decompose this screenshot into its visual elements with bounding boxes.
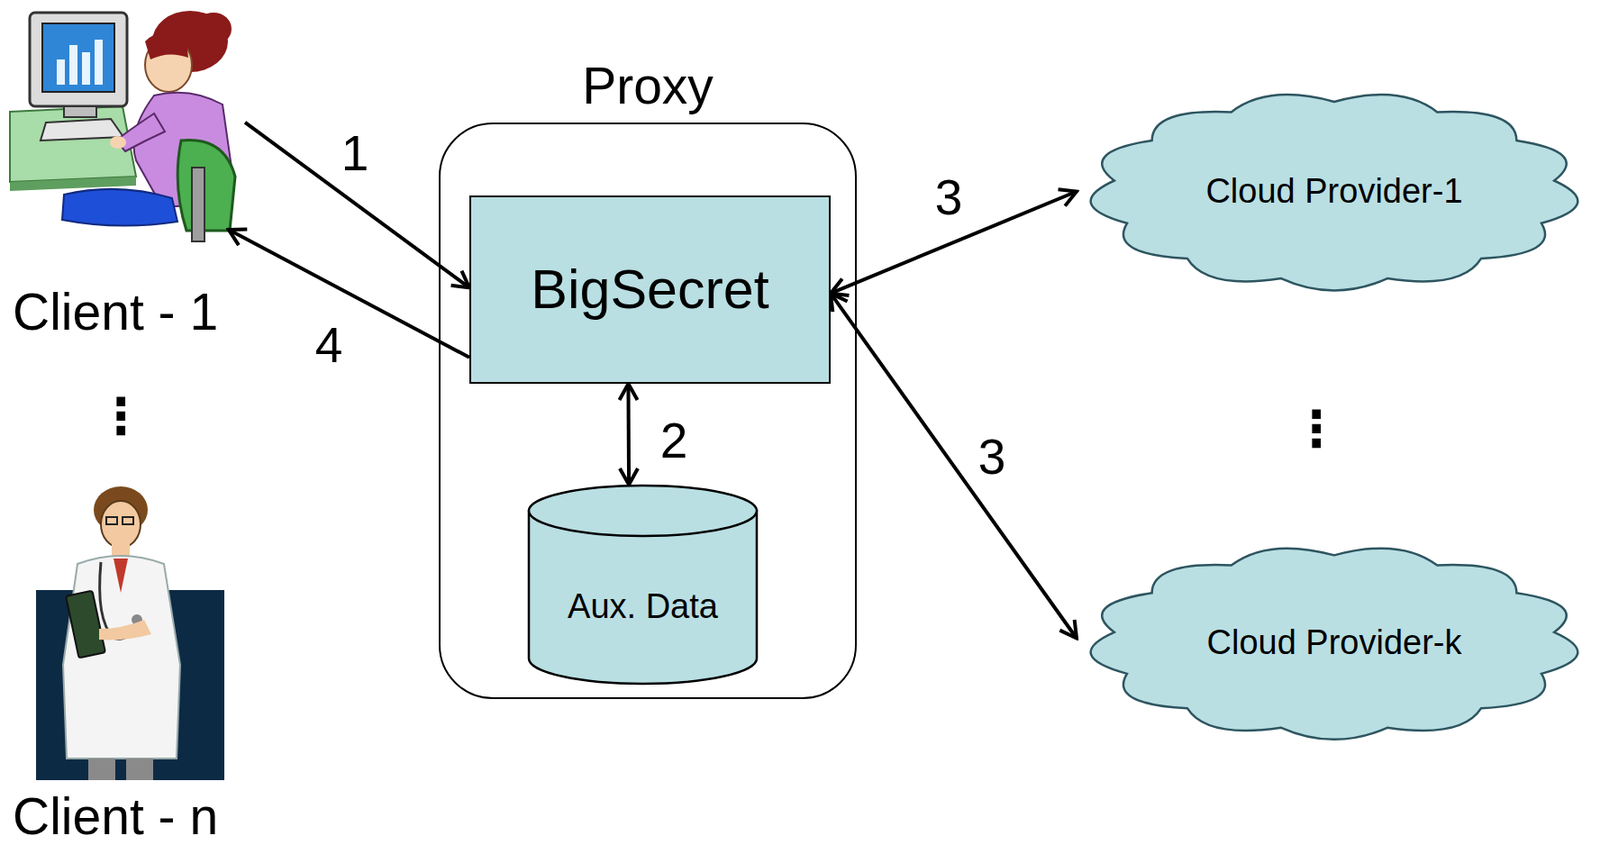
node-label: BigSecret: [530, 259, 769, 320]
node-heading: Proxy: [440, 60, 855, 112]
step-number: 2: [660, 416, 689, 466]
arrow-connector: [228, 229, 470, 358]
arrow-connector: [245, 122, 470, 288]
step-number: 4: [315, 320, 344, 371]
client-figure: Client - 1: [9, 5, 246, 242]
arrow-connector: [830, 293, 1077, 639]
cloud-shape: Cloud Provider-k: [1076, 530, 1592, 755]
node-label: Cloud Provider-k: [1207, 624, 1463, 663]
step-number: 3: [978, 432, 1007, 482]
cylinder-outline: [527, 484, 759, 684]
client-doctor-illustration: [36, 486, 225, 781]
node-label: Aux. Data: [567, 588, 719, 627]
step-number: 1: [341, 128, 370, 179]
client-figure: Client - n: [36, 484, 225, 781]
process-box: BigSecret: [469, 195, 831, 384]
client-woman-illustration: [9, 10, 236, 242]
node-label: Cloud Provider-1: [1205, 172, 1463, 211]
node-heading: Client - 1: [12, 286, 219, 338]
node-heading: Client - n: [12, 790, 219, 843]
database-cylinder: Aux. Data: [527, 484, 759, 684]
arrow-connector: [626, 383, 631, 485]
proxy-container: ProxyBigSecretAux. Data: [438, 122, 857, 700]
ellipsis-dots: ⋮: [1291, 404, 1342, 455]
cloud-shape: Cloud Provider-1: [1076, 76, 1592, 307]
ellipsis-dots: ⋮: [96, 391, 146, 442]
step-number: 3: [935, 172, 964, 223]
